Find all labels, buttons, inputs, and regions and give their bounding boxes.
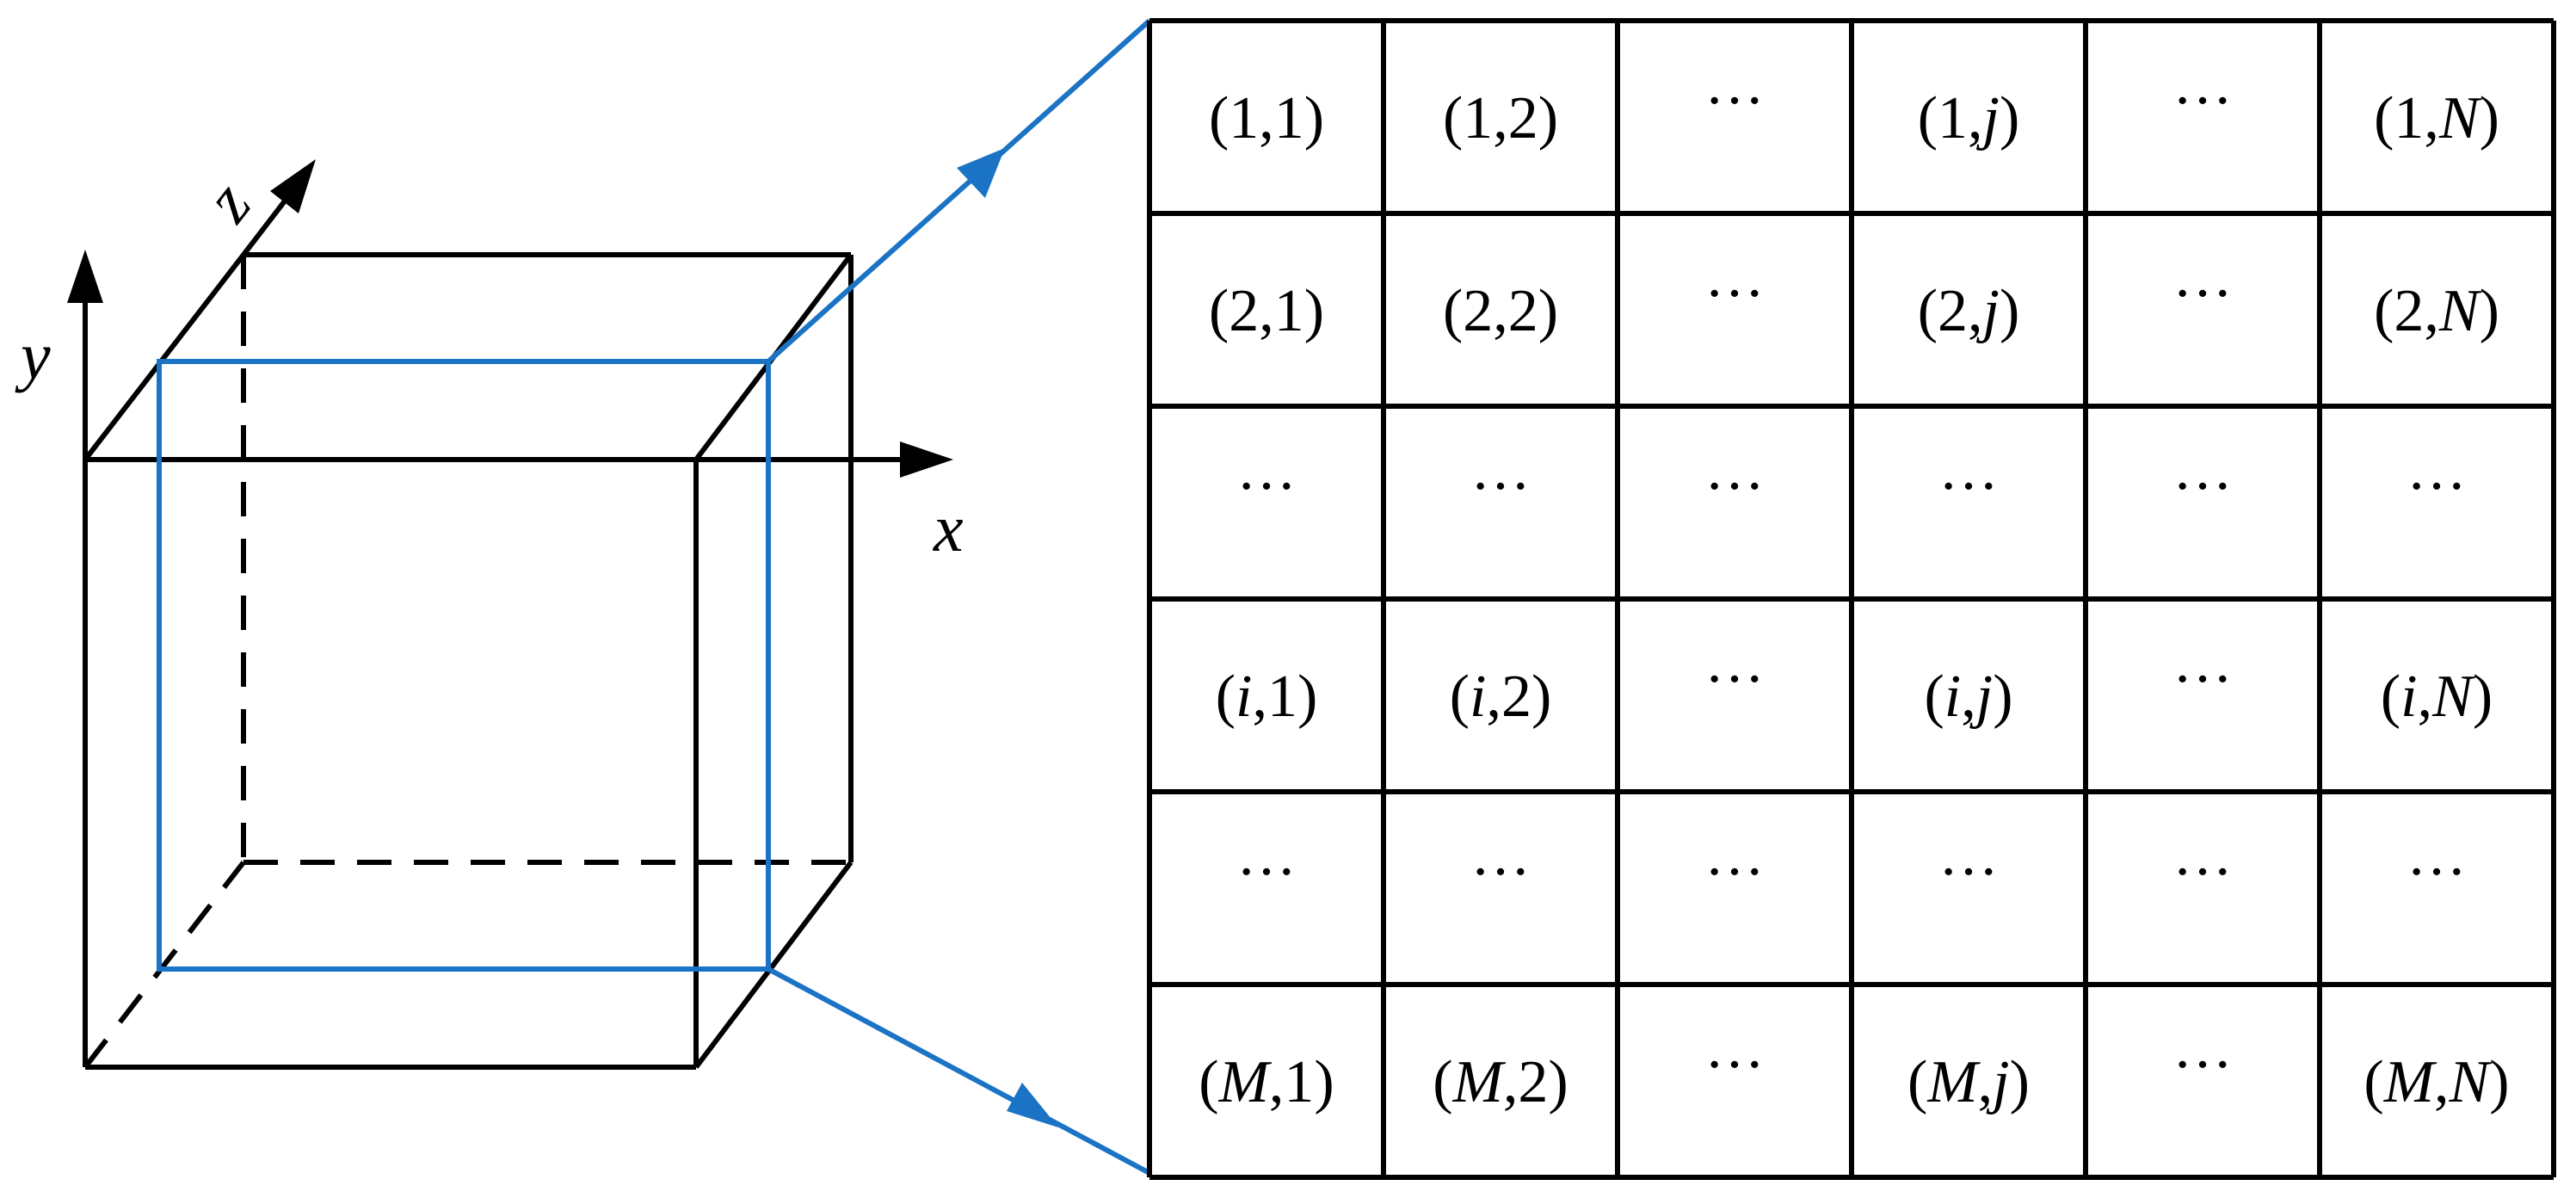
grid-cell-ellipsis: ··· (1704, 1032, 1765, 1098)
grid-cell-index: (1,N) (2374, 85, 2499, 151)
grid-cell-index: (M,j) (1907, 1049, 2030, 1115)
cube-bottom-left-depth-edge-hidden (83, 861, 246, 1069)
grid-cell-ellipsis: ··· (2407, 839, 2467, 905)
grid-cell-ellipsis: ··· (1236, 454, 1297, 520)
grid-cells: (1,1) (1,2) ··· (1,j) ··· (1,N) (2,1) (2,2) ··· (… (1199, 68, 2509, 1115)
x-axis-label: x (933, 491, 964, 565)
grid-cell-ellipsis: ··· (1236, 839, 1297, 905)
grid-cell-index: (2,j) (1918, 278, 2020, 344)
grid-cell-ellipsis: ··· (1938, 454, 1999, 520)
grid-cell-index: (i,1) (1216, 664, 1318, 730)
x-axis-arrowhead-icon (900, 441, 953, 478)
grid-cell-index: (M,1) (1199, 1049, 1334, 1115)
grid-cell-index: (M,N) (2363, 1049, 2509, 1115)
grid-cell-ellipsis: ··· (1938, 839, 1999, 905)
grid-cell-index: (2,1) (1209, 278, 1324, 344)
axis-arrowheads (67, 159, 953, 478)
y-axis-arrowhead-icon (67, 250, 103, 303)
grid-cell-ellipsis: ··· (2172, 68, 2233, 134)
grid-cell-ellipsis: ··· (1704, 68, 1765, 134)
grid-cell-index: (i,N) (2381, 664, 2493, 730)
grid-cell-ellipsis: ··· (2172, 1032, 2233, 1098)
lower-projection-arrowhead-icon (1007, 1083, 1058, 1127)
grid-cell-ellipsis: ··· (2172, 454, 2233, 520)
grid-cell-ellipsis: ··· (1470, 454, 1531, 520)
cube-top-left-depth-edge (83, 253, 246, 461)
grid-cell-index: (i,j) (1924, 664, 2012, 730)
grid-cell-ellipsis: ··· (2172, 261, 2233, 327)
z-axis-arrowhead-icon (270, 159, 316, 213)
projection-arrowheads (957, 148, 1058, 1127)
grid-cell-index: (M,2) (1433, 1049, 1568, 1115)
highlighted-slice (157, 18, 1151, 1176)
upper-projection-arrowhead-icon (957, 148, 1005, 198)
upper-projection-line (767, 18, 1151, 364)
grid-cell-ellipsis: ··· (1704, 454, 1765, 520)
grid-lines (1147, 18, 2556, 1180)
grid-cell-index: (2,2) (1443, 278, 1558, 344)
y-axis-label: y (15, 318, 51, 393)
grid-cell-ellipsis: ··· (1704, 646, 1765, 713)
cube-bottom-right-depth-edge (693, 861, 854, 1069)
grid-cell-ellipsis: ··· (2407, 454, 2467, 520)
grid-cell-ellipsis: ··· (2172, 646, 2233, 713)
cube (83, 252, 854, 1070)
grid-cell-index: (1,1) (1209, 85, 1324, 151)
lower-projection-line (767, 966, 1151, 1176)
grid-cell-ellipsis: ··· (1470, 839, 1531, 905)
z-axis-label: z (189, 168, 265, 235)
grid-cell-ellipsis: ··· (1704, 261, 1765, 327)
slice-plane (157, 359, 771, 972)
grid-cell-index: (i,2) (1450, 664, 1552, 730)
grid-cell-index: (2,N) (2374, 278, 2499, 344)
grid-cell-ellipsis: ··· (1704, 839, 1765, 905)
grid-cell-ellipsis: ··· (2172, 839, 2233, 905)
grid-cell-index: (1,j) (1918, 85, 2020, 151)
grid-cell-index: (1,2) (1443, 85, 1558, 151)
